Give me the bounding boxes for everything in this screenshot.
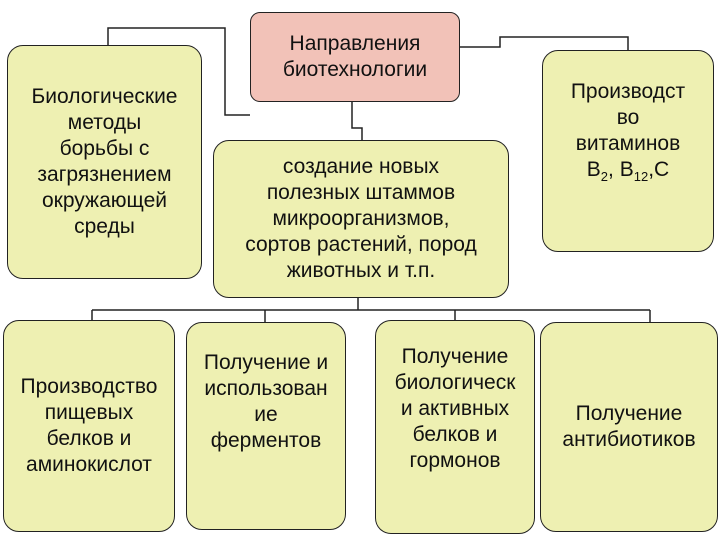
center-box: создание новых полезных штаммов микроорг… — [213, 140, 509, 298]
bottom-box-3: Получение биологическ и активных белков … — [375, 320, 535, 534]
connector-root-center — [351, 102, 363, 140]
bottom-label-2: Получение и использован ие ферментов — [203, 351, 329, 452]
root-label: Направления биотехнологии — [282, 32, 428, 81]
connector-root-right — [460, 36, 629, 50]
bottom-label-1: Производство пищевых белков и аминокисло… — [20, 375, 158, 476]
bottom-label-4: Получение антибиотиков — [562, 402, 696, 451]
left-top-label: Биологические методы борьбы с загрязнени… — [31, 85, 178, 238]
bottom-box-2: Получение и использован ие ферментов — [186, 322, 346, 530]
bottom-box-4: Получение антибиотиков — [540, 322, 718, 532]
connector-root-left — [107, 27, 250, 116]
root-box: Направления биотехнологии — [250, 12, 460, 102]
left-top-box: Биологические методы борьбы с загрязнени… — [7, 45, 202, 279]
bottom-box-1: Производство пищевых белков и аминокисло… — [3, 320, 175, 532]
center-label: создание новых полезных штаммов микроорг… — [245, 155, 477, 282]
bottom-label-3: Получение биологическ и активных белков … — [394, 345, 516, 472]
